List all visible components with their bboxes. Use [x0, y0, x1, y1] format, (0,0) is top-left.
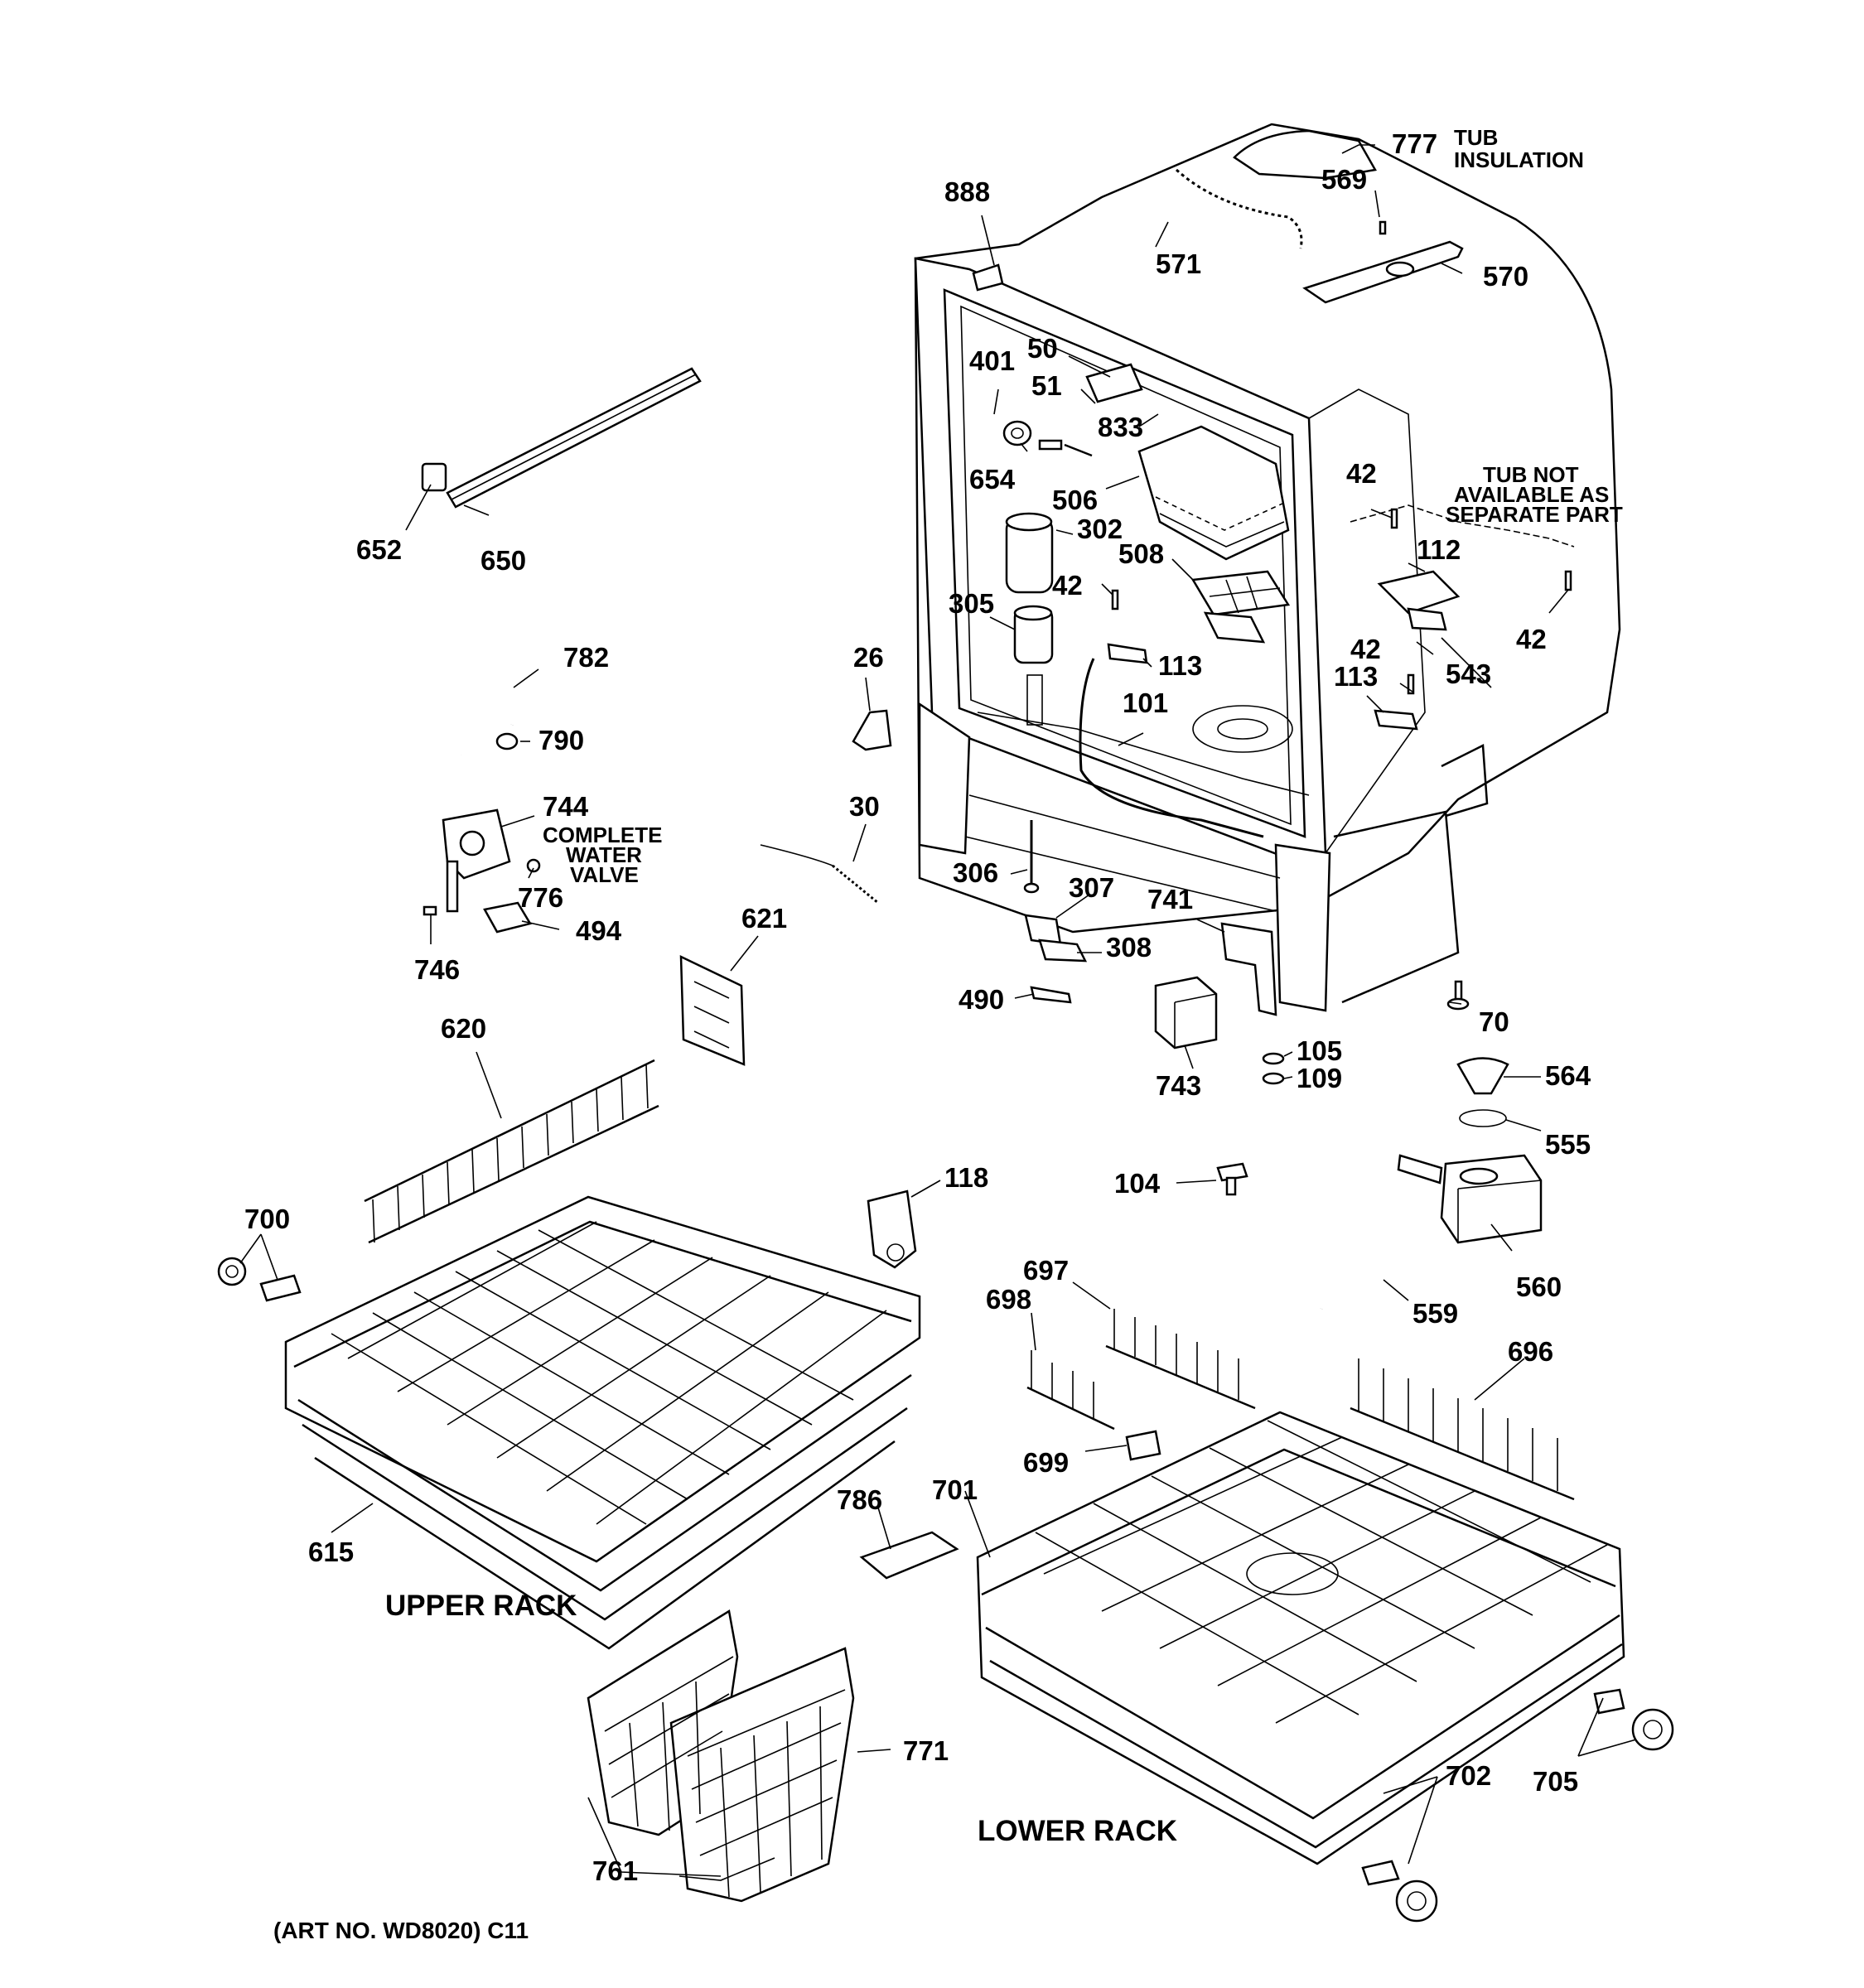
callout-790: 790	[538, 725, 584, 755]
callout-744: 744	[543, 791, 589, 822]
callout-307: 307	[1069, 872, 1114, 903]
leader-lines	[239, 144, 1637, 1881]
note-tub-insulation-2: INSULATION	[1454, 147, 1584, 172]
callout-112: 112	[1417, 534, 1461, 565]
callout-888: 888	[944, 176, 990, 207]
callout-777: 777	[1392, 128, 1437, 159]
note-complete-water-valve-3: VALVE	[570, 862, 639, 887]
callout-776: 776	[518, 882, 563, 913]
callout-771: 771	[903, 1735, 949, 1766]
callout-696: 696	[1508, 1336, 1553, 1367]
callout-401: 401	[969, 345, 1015, 376]
callout-570: 570	[1483, 261, 1528, 292]
callout-308: 308	[1106, 932, 1152, 963]
callout-42-tub-top: 42	[1346, 458, 1377, 489]
callout-306: 306	[953, 857, 998, 888]
callout-30: 30	[849, 791, 880, 822]
callout-543: 543	[1446, 659, 1491, 689]
callout-508: 508	[1118, 538, 1164, 569]
callout-490: 490	[959, 984, 1004, 1015]
captions: UPPER RACK LOWER RACK (ART NO. WD8020) C…	[273, 1590, 1177, 1943]
callout-105: 105	[1297, 1035, 1342, 1066]
callout-564: 564	[1545, 1060, 1591, 1091]
caption-art-number: (ART NO. WD8020) C11	[273, 1918, 529, 1943]
callout-559: 559	[1412, 1298, 1458, 1329]
callout-620: 620	[441, 1013, 486, 1044]
callout-50: 50	[1027, 333, 1058, 364]
callout-621: 621	[741, 903, 787, 934]
loose-parts	[217, 367, 1674, 1923]
callout-700: 700	[244, 1204, 290, 1234]
lower-rack	[976, 1411, 1625, 1865]
upper-rack	[284, 1195, 921, 1650]
callout-705: 705	[1533, 1766, 1578, 1797]
note-tub-not-available-1: TUB NOT	[1483, 462, 1579, 487]
callout-305: 305	[949, 588, 994, 619]
callout-560: 560	[1516, 1271, 1562, 1302]
callout-104: 104	[1114, 1168, 1161, 1199]
callout-302: 302	[1077, 514, 1123, 544]
callout-42-lower: 42	[1350, 634, 1381, 664]
callout-109: 109	[1297, 1063, 1342, 1093]
callout-42-right: 42	[1516, 624, 1547, 654]
callout-698: 698	[986, 1284, 1031, 1315]
callout-113-right: 113	[1334, 661, 1378, 692]
callout-786: 786	[837, 1484, 882, 1515]
callout-746: 746	[414, 954, 460, 985]
callout-650: 650	[480, 545, 526, 576]
callout-42-left: 42	[1052, 570, 1083, 601]
note-complete-water-valve-2: WATER	[566, 842, 642, 867]
callout-652: 652	[356, 534, 402, 565]
callout-494: 494	[576, 915, 622, 946]
callout-833: 833	[1098, 412, 1143, 442]
caption-upper-rack: UPPER RACK	[385, 1590, 577, 1622]
callout-70: 70	[1479, 1006, 1509, 1037]
callout-101: 101	[1123, 688, 1168, 718]
callout-699: 699	[1023, 1447, 1069, 1478]
callout-51: 51	[1031, 370, 1062, 401]
callout-569: 569	[1321, 164, 1367, 195]
note-tub-not-available-3: SEPARATE PART	[1446, 502, 1623, 527]
callout-741: 741	[1147, 884, 1193, 914]
caption-lower-rack: LOWER RACK	[978, 1815, 1177, 1847]
callout-782: 782	[563, 642, 609, 673]
silverware-baskets	[587, 1609, 855, 1903]
note-tub-not-available-2: AVAILABLE AS	[1454, 482, 1609, 507]
callout-26: 26	[853, 642, 884, 673]
note-complete-water-valve-1: COMPLETE	[543, 823, 662, 847]
callout-113-left: 113	[1158, 650, 1202, 681]
tub-assembly	[914, 123, 1621, 1012]
notes: TUB INSULATION TUB NOT AVAILABLE AS SEPA…	[543, 125, 1623, 887]
callout-743: 743	[1156, 1070, 1201, 1101]
callout-506: 506	[1052, 485, 1098, 515]
note-tub-insulation-1: TUB	[1454, 125, 1498, 150]
callout-654: 654	[969, 464, 1016, 495]
callout-697: 697	[1023, 1255, 1069, 1286]
callout-555: 555	[1545, 1129, 1591, 1160]
callout-702: 702	[1446, 1760, 1491, 1791]
callout-761: 761	[592, 1855, 638, 1886]
callout-701: 701	[932, 1474, 978, 1505]
callout-571: 571	[1156, 248, 1201, 279]
callout-labels: 777 569 888 571 570 401 50 51 833 654 50…	[244, 128, 1591, 1886]
callout-118: 118	[944, 1162, 988, 1193]
callout-615: 615	[308, 1537, 354, 1567]
